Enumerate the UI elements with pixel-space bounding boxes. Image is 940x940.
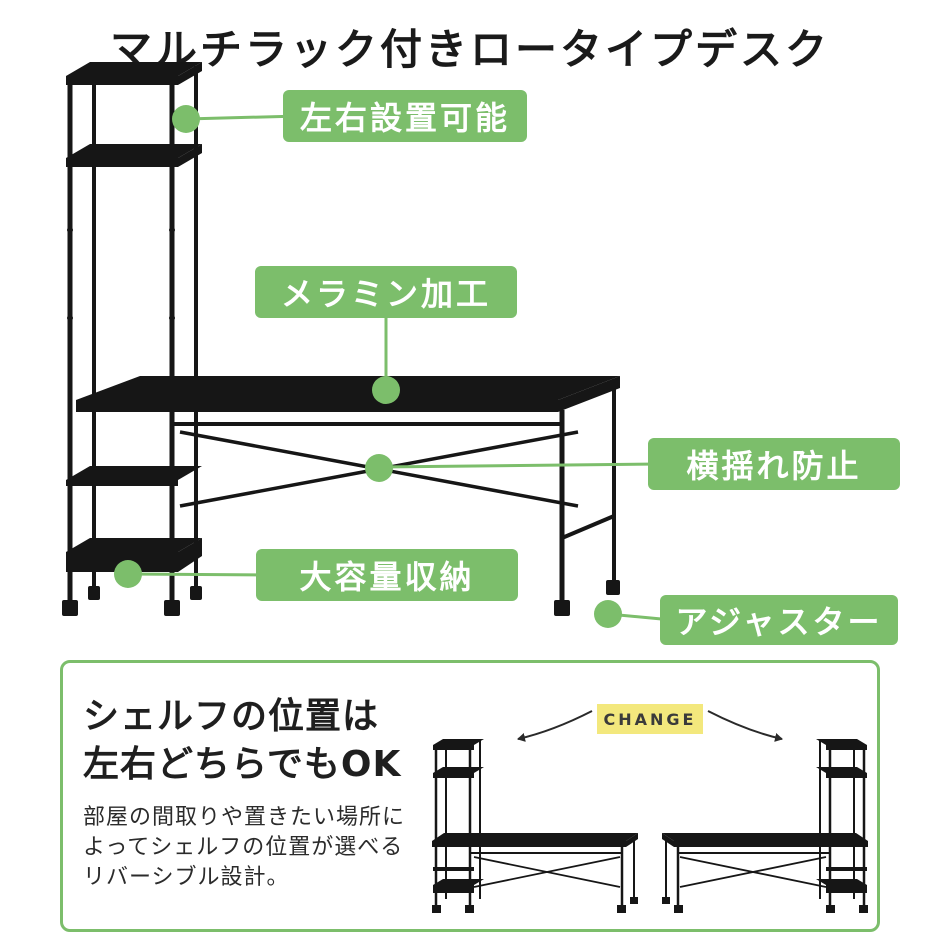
callout-dots [114,105,622,628]
feature-badge-adjuster: アジャスター [660,595,898,645]
feature-badge-storage: 大容量収納 [256,549,518,601]
callout-dot [372,376,400,404]
reversible-illustration [430,710,870,915]
info-heading-line2: 左右どちらでもOK [83,744,402,785]
info-body-line: 部屋の間取りや置きたい場所に [83,805,406,830]
desk-body [76,376,620,616]
feature-badge-melamine: メラミン加工 [255,266,517,318]
mini-desk-shelf-right [660,737,870,915]
info-body-line: リバーシブル設計。 [83,865,290,890]
change-label: CHANGE [597,704,703,734]
shelf-rack [62,62,202,616]
callout-dot [172,105,200,133]
callout-dot [114,560,142,588]
change-arrow-left [517,710,593,742]
info-body-line: よってシェルフの位置が選べる [83,835,404,860]
callout-dot [365,454,393,482]
change-arrow-right [707,710,783,742]
feature-badge-side-placement: 左右設置可能 [283,90,527,142]
callout-line [127,572,267,577]
info-heading-line1: シェルフの位置は [83,696,380,737]
main-desk-illustration [62,62,673,628]
callout-dot [594,600,622,628]
feature-badge-anti-sway: 横揺れ防止 [648,438,900,490]
callout-connectors [127,114,673,622]
mini-desk-shelf-left [430,737,640,915]
page-title: マルチラック付きロータイプデスク [109,25,830,74]
callout-line [185,114,301,121]
callout-line [378,462,661,469]
